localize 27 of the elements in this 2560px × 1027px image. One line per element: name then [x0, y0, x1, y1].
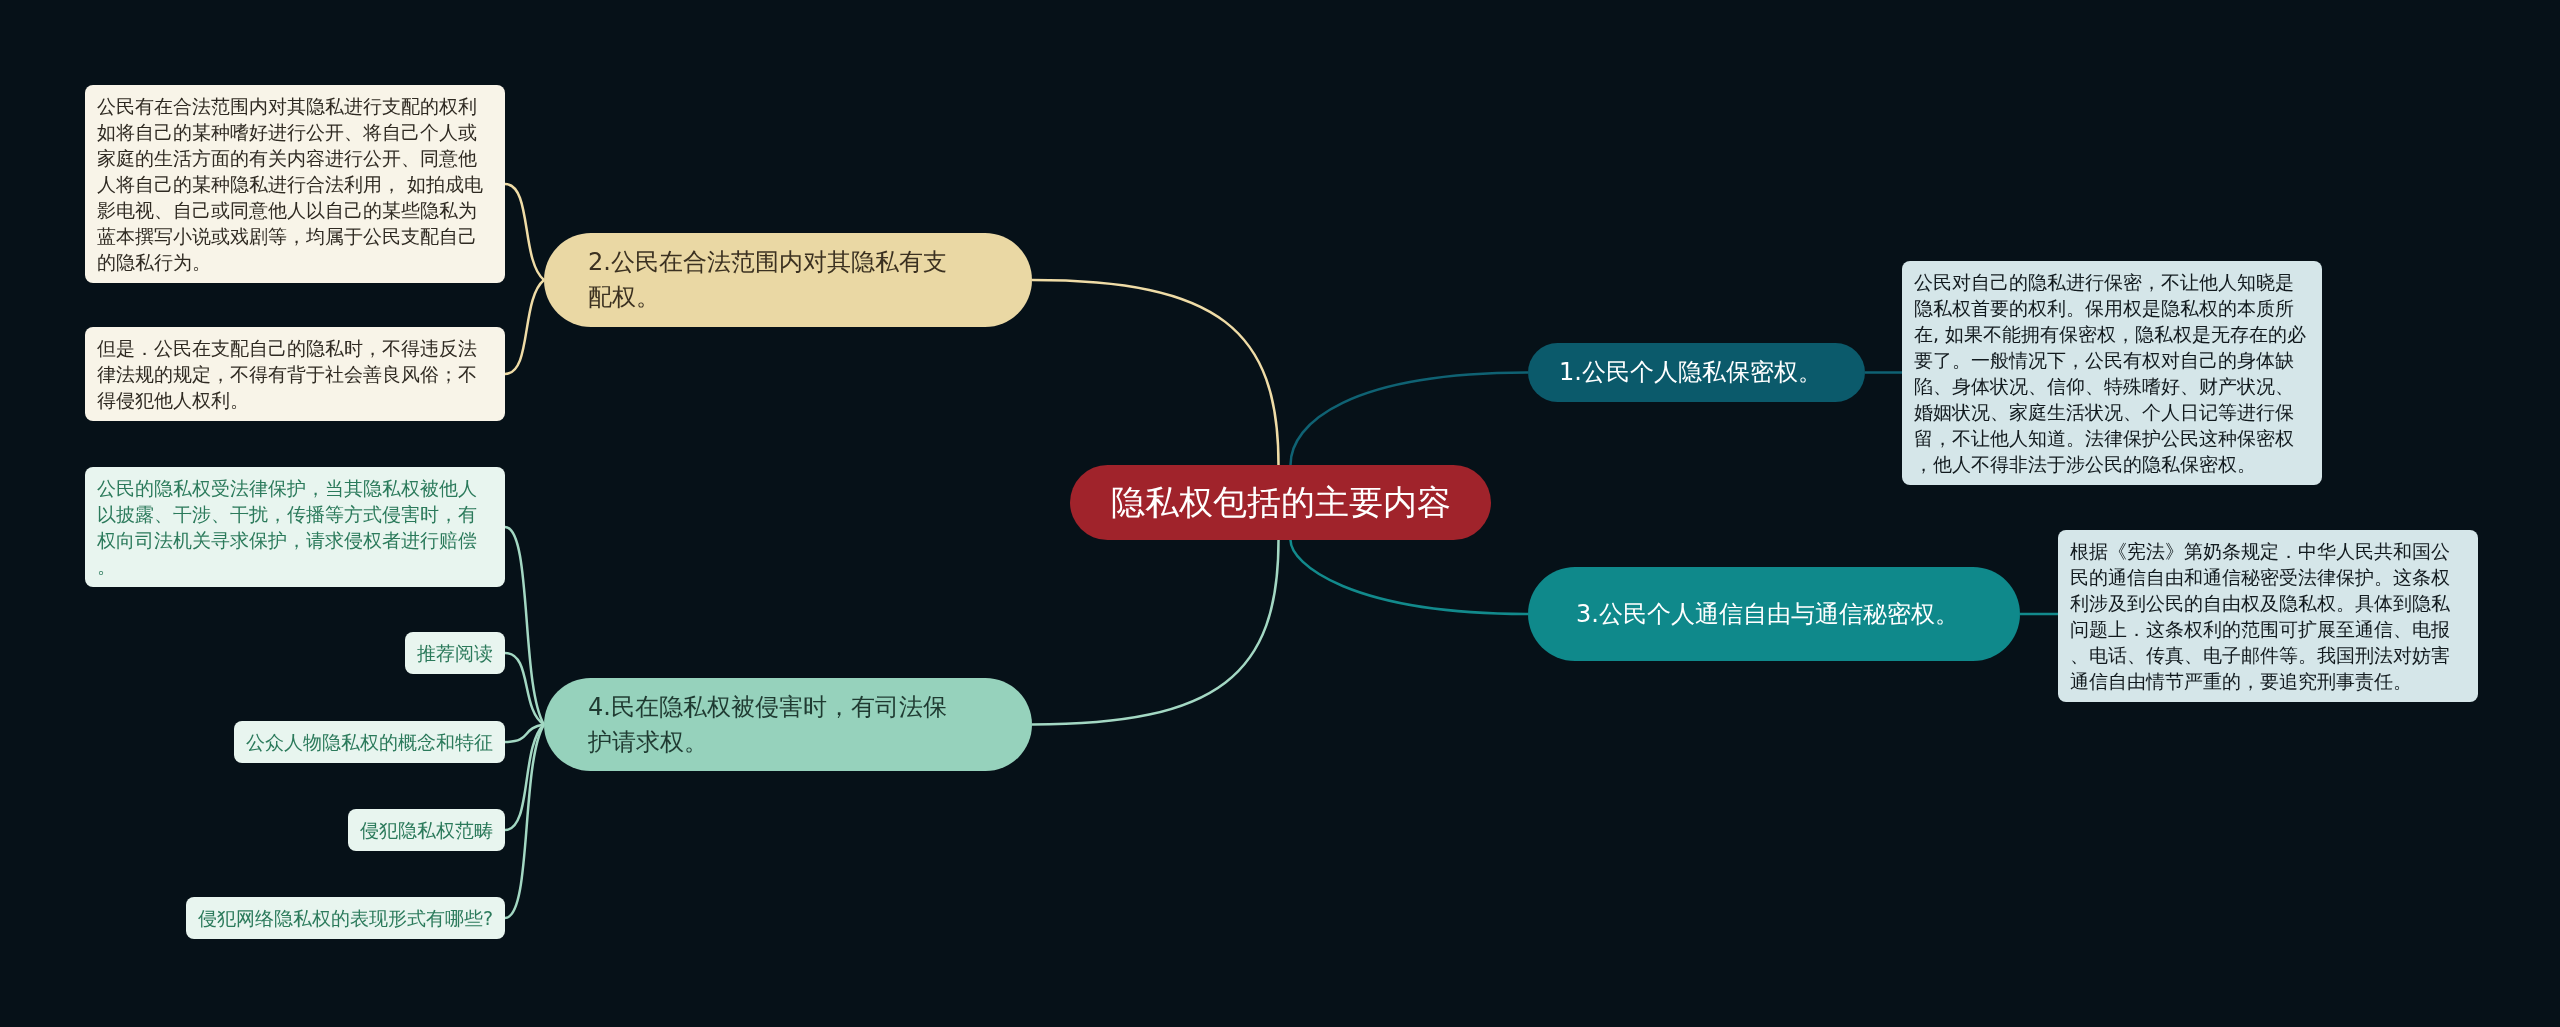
connector-line — [1289, 539, 1529, 616]
connector-line — [504, 525, 546, 725]
note-card: 侵犯网络隐私权的表现形式有哪些? — [185, 897, 505, 939]
connector-line — [2020, 612, 2058, 616]
connector-line — [1031, 539, 1280, 726]
branch-topic: 4.民在隐私权被侵害时，有司法保护请求权。 — [544, 678, 1032, 771]
note-card: 公民对自己的隐私进行保密，不让他人知晓是隐私权首要的权利。保用权是隐私权的本质所在, 如果不能拥有保密权，隐私权是无存在的必要了。一般情况下，公民有权对自己的身体缺陷、身体状况、信仰、特殊嗜好、财产状况、婚姻状况、家庭生活状况、个人日记等进行保留，不让他人知道。法律保护公民这种保密权，他人不得非法于涉公民的隐私保密权。 — [1902, 261, 2322, 485]
note-card: 推荐阅读 — [405, 632, 505, 674]
note-card: 公众人物隐私权的概念和特征 — [234, 721, 505, 763]
note-card: 公民的隐私权受法律保护，当其隐私权被他人以披露、干涉、干扰，传播等方式侵害时，有权向司法机关寻求保护，请求侵权者进行赔偿。 — [85, 467, 505, 587]
connector-line — [504, 724, 546, 920]
note-card: 侵犯隐私权范畴 — [348, 809, 505, 851]
note-card: 公民有在合法范围内对其隐私进行支配的权利如将自己的某种嗜好进行公开、将自己个人或家庭的生活方面的有关内容进行公开、同意他人将自己的某种隐私进行合法利用， 如拍成电影电视、自己或同意他人以自己的某些隐私为蓝本撰写小说或戏剧等，均属于公民支配自己的隐私行为。 — [85, 85, 505, 283]
connector-line — [504, 723, 545, 744]
note-card: 根据《宪法》第奶条规定．中华人民共和国公民的通信自由和通信秘密受法律保护。这条权利涉及到公民的自由权及隐私权。具体到隐私问题上．这条权利的范围可扩展至通信、电报、电话、传真、电子邮件等。我国刑法对妨害通信自由情节严重的，要追究刑事责任。 — [2058, 530, 2478, 702]
note-card: 但是．公民在支配自己的隐私时，不得违反法律法规的规定，不得有背于社会善良风俗；不得侵犯他人权利。 — [85, 327, 505, 421]
connector-line — [504, 723, 545, 832]
connector-line — [504, 182, 545, 281]
connector-line — [504, 651, 545, 726]
branch-topic: 3.公民个人通信自由与通信秘密权。 — [1528, 567, 2020, 661]
branch-topic: 1.公民个人隐私保密权。 — [1528, 343, 1865, 402]
branch-topic: 2.公民在合法范围内对其隐私有支配权。 — [544, 233, 1032, 327]
central-topic: 隐私权包括的主要内容 — [1070, 465, 1491, 540]
connector-line — [1289, 371, 1529, 466]
connector-line — [504, 279, 545, 376]
connector-line — [1031, 278, 1280, 466]
connector-line — [1865, 371, 1902, 374]
